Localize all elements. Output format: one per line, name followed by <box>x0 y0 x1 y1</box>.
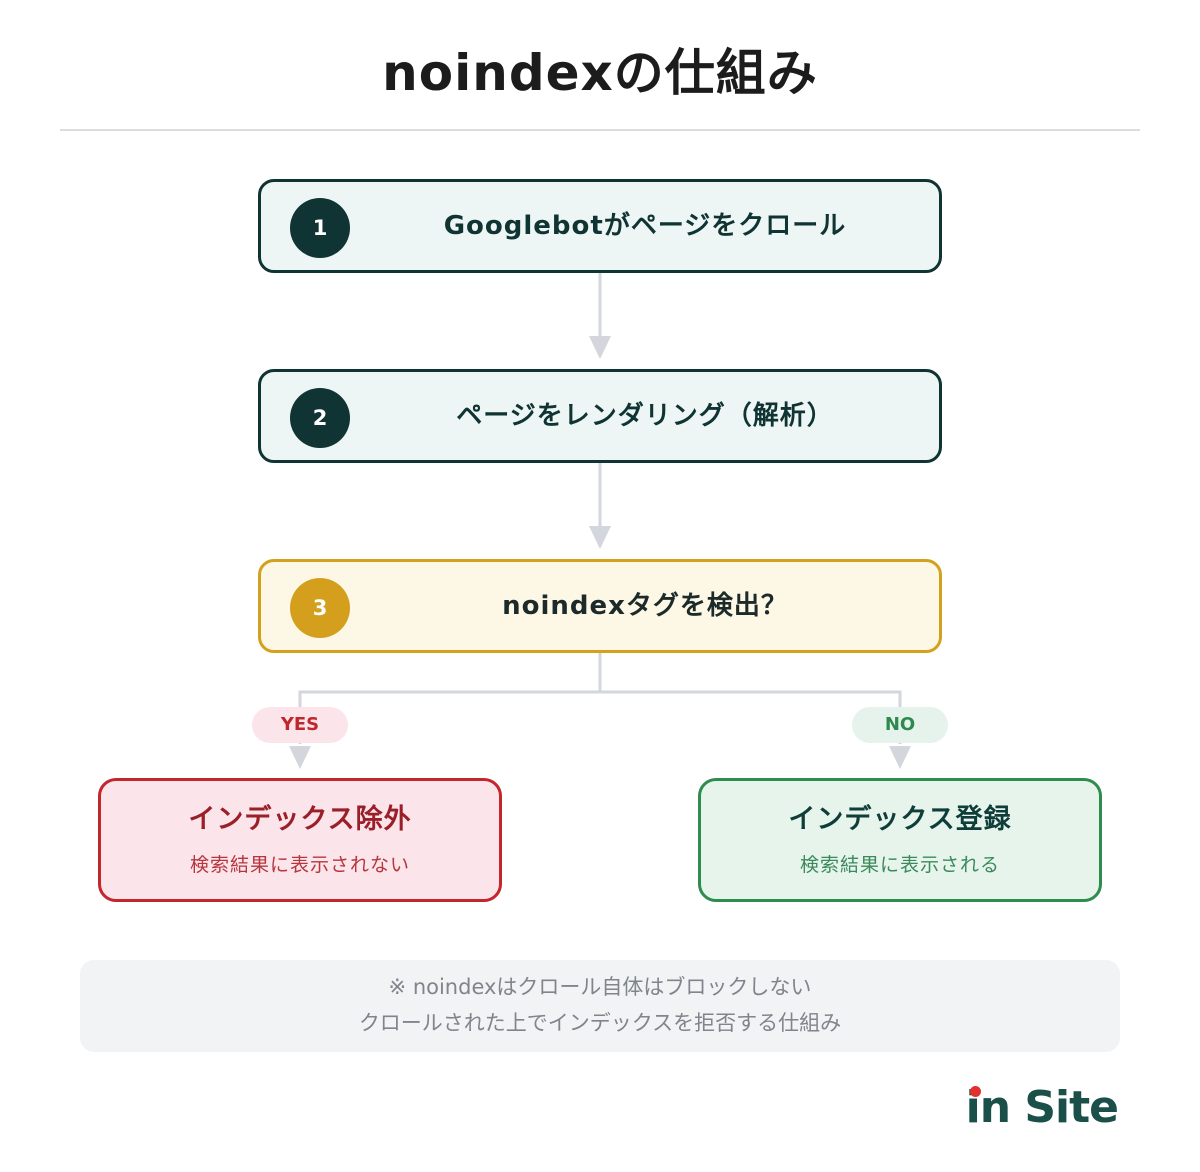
arrow-down-icon <box>589 336 611 359</box>
step-label: noindexタグを検出？ <box>502 591 788 621</box>
outcome-title: インデックス登録 <box>788 804 1012 835</box>
step-crawl: 1 Googlebotがページをクロール <box>258 179 942 273</box>
step-label: ページをレンダリング（解析） <box>456 401 834 431</box>
note-box: ※ noindexはクロール自体はブロックしない クロールされた上でインデックス… <box>80 960 1120 1052</box>
outcome-subtitle: 検索結果に表示されない <box>189 854 410 876</box>
step-number-badge: 2 <box>290 388 350 448</box>
note-line: ※ noindexはクロール自体はブロックしない <box>388 975 812 999</box>
outcome-index-registered: インデックス登録 検索結果に表示される <box>698 778 1102 902</box>
outcome-subtitle: 検索結果に表示される <box>799 854 1000 876</box>
yes-branch-badge: YES <box>252 707 348 743</box>
step-render: 2 ページをレンダリング（解析） <box>258 369 942 463</box>
logo-text: n Site <box>979 1082 1119 1133</box>
no-branch-badge: NO <box>852 707 948 743</box>
title-divider <box>60 129 1140 131</box>
step-number-badge: 3 <box>290 578 350 638</box>
arrow-down-icon <box>289 746 311 769</box>
arrow-down-icon <box>889 746 911 769</box>
outcome-title: インデックス除外 <box>188 804 412 835</box>
page-title: noindexの仕組み <box>382 44 818 102</box>
logo-dot <box>969 1086 981 1097</box>
outcome-index-excluded: インデックス除外 検索結果に表示されない <box>98 778 502 902</box>
arrow-down-icon <box>589 526 611 549</box>
step-label: Googlebotがページをクロール <box>443 211 847 241</box>
step-detect-noindex: 3 noindexタグを検出？ <box>258 559 942 653</box>
connector-branch-line <box>298 690 902 744</box>
note-line: クロールされた上でインデックスを拒否する仕組み <box>358 1011 842 1035</box>
step-number-badge: 1 <box>290 198 350 258</box>
